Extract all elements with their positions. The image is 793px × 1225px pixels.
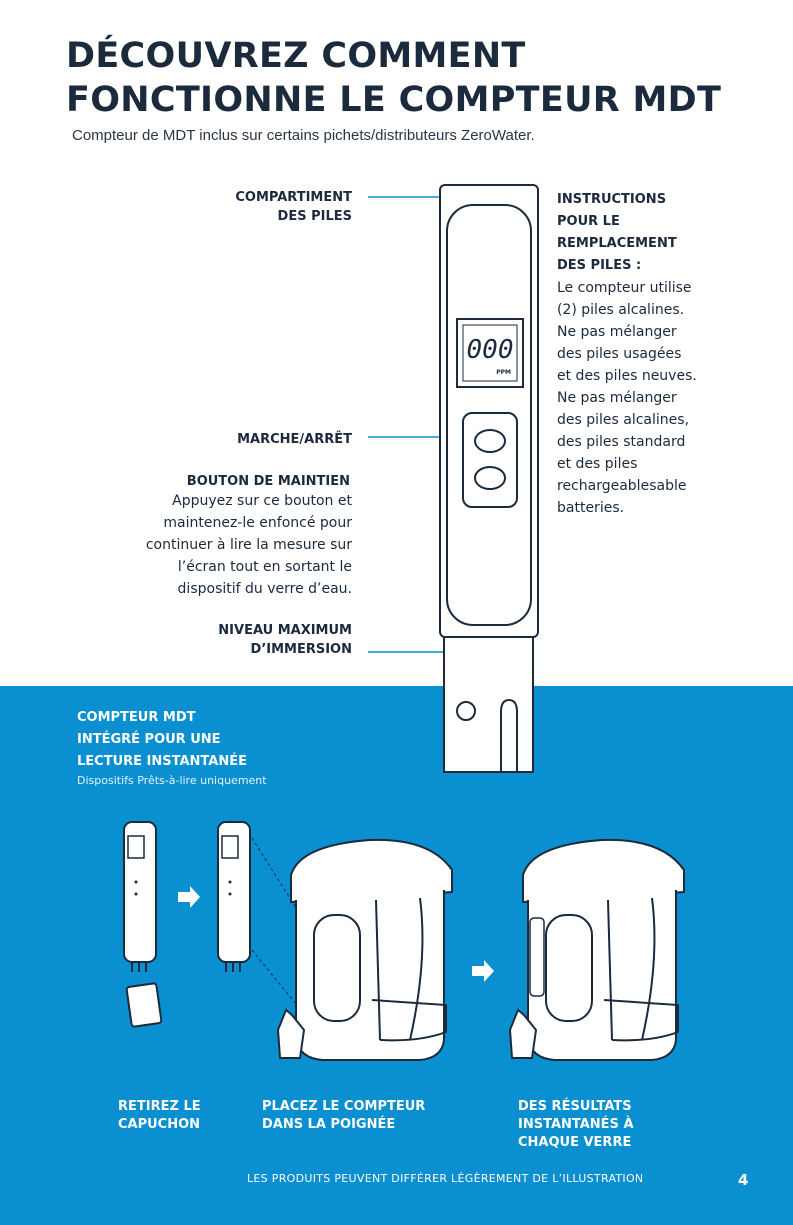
lcd-screen: [462, 324, 518, 382]
dispenser-2: [508, 838, 685, 1061]
instructions-line-9: et des piles: [557, 456, 638, 472]
instructions-line-1: Le compteur utilise: [557, 280, 692, 296]
small-meter-2: [217, 821, 251, 963]
dispenser-2-lid: [522, 838, 685, 904]
integrated-title-line-3: LECTURE INSTANTANÉE: [77, 754, 247, 769]
dispenser-2-base: [603, 999, 679, 1042]
dispenser-2-window: [545, 914, 593, 1022]
hold-button-description: Appuyez sur ce bouton et maintenez-le en…: [100, 490, 352, 600]
label-battery-compartment-line-1: COMPARTIMENT: [235, 190, 352, 205]
small-meter-1-dot-a: [134, 880, 138, 884]
arrow-right-icon-2: [472, 960, 494, 982]
integrated-meter-note: Dispositifs Prêts-à-lire uniquement: [77, 774, 267, 787]
arrow-right-icon: [178, 886, 200, 908]
probe-hole: [456, 701, 476, 721]
step-3-label: DES RÉSULTATS INSTANTANÉS À CHAQUE VERRE: [518, 1098, 634, 1152]
hold-desc-line-2: maintenez-le enfoncé pour: [163, 515, 352, 531]
small-meter-1-dot-b: [134, 892, 138, 896]
meter-inner-panel: [446, 204, 532, 626]
probe-slot: [500, 698, 518, 772]
step-2-line-1: PLACEZ LE COMPTEUR: [262, 1099, 426, 1114]
label-on-off: MARCHE/ARRÊT: [237, 432, 352, 447]
instructions-line-7: des piles alcalines,: [557, 412, 690, 428]
step-3-line-3: CHAQUE VERRE: [518, 1135, 632, 1150]
step-1-line-2: CAPUCHON: [118, 1117, 201, 1132]
instructions-line-10: rechargeablesable: [557, 478, 687, 494]
guide-line-bottom: [251, 949, 297, 1005]
lcd-unit: PPM: [496, 369, 511, 376]
instructions-line-5: et des piles neuves.: [557, 368, 697, 384]
instructions-line-3: Ne pas mélanger: [557, 324, 677, 340]
integrated-title-line-1: COMPTEUR MDT: [77, 710, 196, 725]
small-meter-2-dot-b: [228, 892, 232, 896]
small-meter-2-pins: [225, 962, 241, 972]
page-title-line-2: FONCTIONNE LE COMPTEUR MDT: [66, 80, 722, 120]
label-max-immersion-line-2: D’IMMERSION: [250, 642, 352, 657]
instructions-line-8: des piles standard: [557, 434, 686, 450]
step-2-label: PLACEZ LE COMPTEUR DANS LA POIGNÉE: [262, 1098, 425, 1134]
instructions-title-line-4: DES PILES :: [557, 258, 642, 273]
step-1-label: RETIREZ LE CAPUCHON: [118, 1098, 201, 1134]
step-3-line-1: DES RÉSULTATS: [518, 1099, 632, 1114]
page-subtitle: Compteur de MDT inclus sur certains pich…: [72, 127, 535, 144]
footer-disclaimer: LES PRODUITS PEUVENT DIFFÉRER LÉGÈREMENT…: [247, 1172, 644, 1185]
label-hold-button: BOUTON DE MAINTIEN: [186, 474, 350, 489]
instructions-title: INSTRUCTIONS POUR LE REMPLACEMENT DES PI…: [557, 189, 757, 277]
lcd-reading: 000: [467, 335, 514, 365]
hold-desc-line-3: continuer à lire la mesure sur: [145, 537, 352, 553]
hold-desc-line-5: dispositif du verre d’eau.: [177, 581, 352, 597]
guide-line-top: [251, 837, 297, 909]
dispenser-2-reservoir: [607, 897, 656, 1041]
dispenser-2-meter: [529, 917, 545, 997]
instructions-body: Le compteur utilise (2) piles alcalines.…: [557, 277, 787, 519]
instructions-title-line-1: INSTRUCTIONS: [557, 192, 667, 207]
label-battery-compartment: COMPARTIMENT DES PILES: [180, 188, 352, 226]
dispenser-1-window: [313, 914, 361, 1022]
page-title-line-1: DÉCOUVREZ COMMENT: [66, 36, 526, 76]
label-max-immersion-line-1: NIVEAU MAXIMUM: [218, 623, 352, 638]
step-2-line-2: DANS LA POIGNÉE: [262, 1117, 396, 1132]
meter-cap: [125, 982, 163, 1028]
dispenser-2-spigot: [508, 1008, 538, 1059]
small-meter-2-screen: [221, 835, 239, 859]
hold-desc-line-1: Appuyez sur ce bouton et: [172, 493, 352, 509]
dispenser-1-lid: [290, 838, 453, 904]
meter-body: [439, 184, 539, 638]
instructions-line-6: Ne pas mélanger: [557, 390, 677, 406]
button-panel: [462, 412, 518, 508]
step-1-line-1: RETIREZ LE: [118, 1099, 201, 1114]
label-battery-compartment-line-2: DES PILES: [277, 209, 352, 224]
hold-button: [474, 466, 506, 490]
small-meter-1-screen: [127, 835, 145, 859]
label-max-immersion: NIVEAU MAXIMUM D’IMMERSION: [160, 621, 352, 659]
instructions-title-line-2: POUR LE: [557, 214, 620, 229]
dispenser-1: [276, 838, 453, 1061]
hold-desc-line-4: l’écran tout en sortant le: [177, 559, 352, 575]
step-3-line-2: INSTANTANÉS À: [518, 1117, 634, 1132]
dispenser-1-spigot: [276, 1008, 306, 1059]
meter-probe: [443, 636, 534, 773]
small-meter-2-dot-a: [228, 880, 232, 884]
dispenser-1-base: [371, 999, 447, 1042]
integrated-title-line-2: INTÉGRÉ POUR UNE: [77, 732, 221, 747]
page-title: DÉCOUVREZ COMMENT FONCTIONNE LE COMPTEUR…: [66, 34, 721, 122]
instructions-title-line-3: REMPLACEMENT: [557, 236, 677, 251]
step-remove-cap-illustration: [123, 821, 297, 1028]
small-meter-1-pins: [131, 962, 147, 972]
power-button: [474, 429, 506, 453]
page-number: 4: [738, 1171, 749, 1189]
integrated-meter-title: COMPTEUR MDT INTÉGRÉ POUR UNE LECTURE IN…: [77, 707, 247, 773]
instructions-line-11: batteries.: [557, 500, 625, 516]
lcd-frame: [456, 318, 524, 388]
instructions-line-2: (2) piles alcalines.: [557, 302, 685, 318]
small-meter-1: [123, 821, 157, 963]
dispenser-1-reservoir: [375, 897, 424, 1041]
instructions-line-4: des piles usagées: [557, 346, 682, 362]
